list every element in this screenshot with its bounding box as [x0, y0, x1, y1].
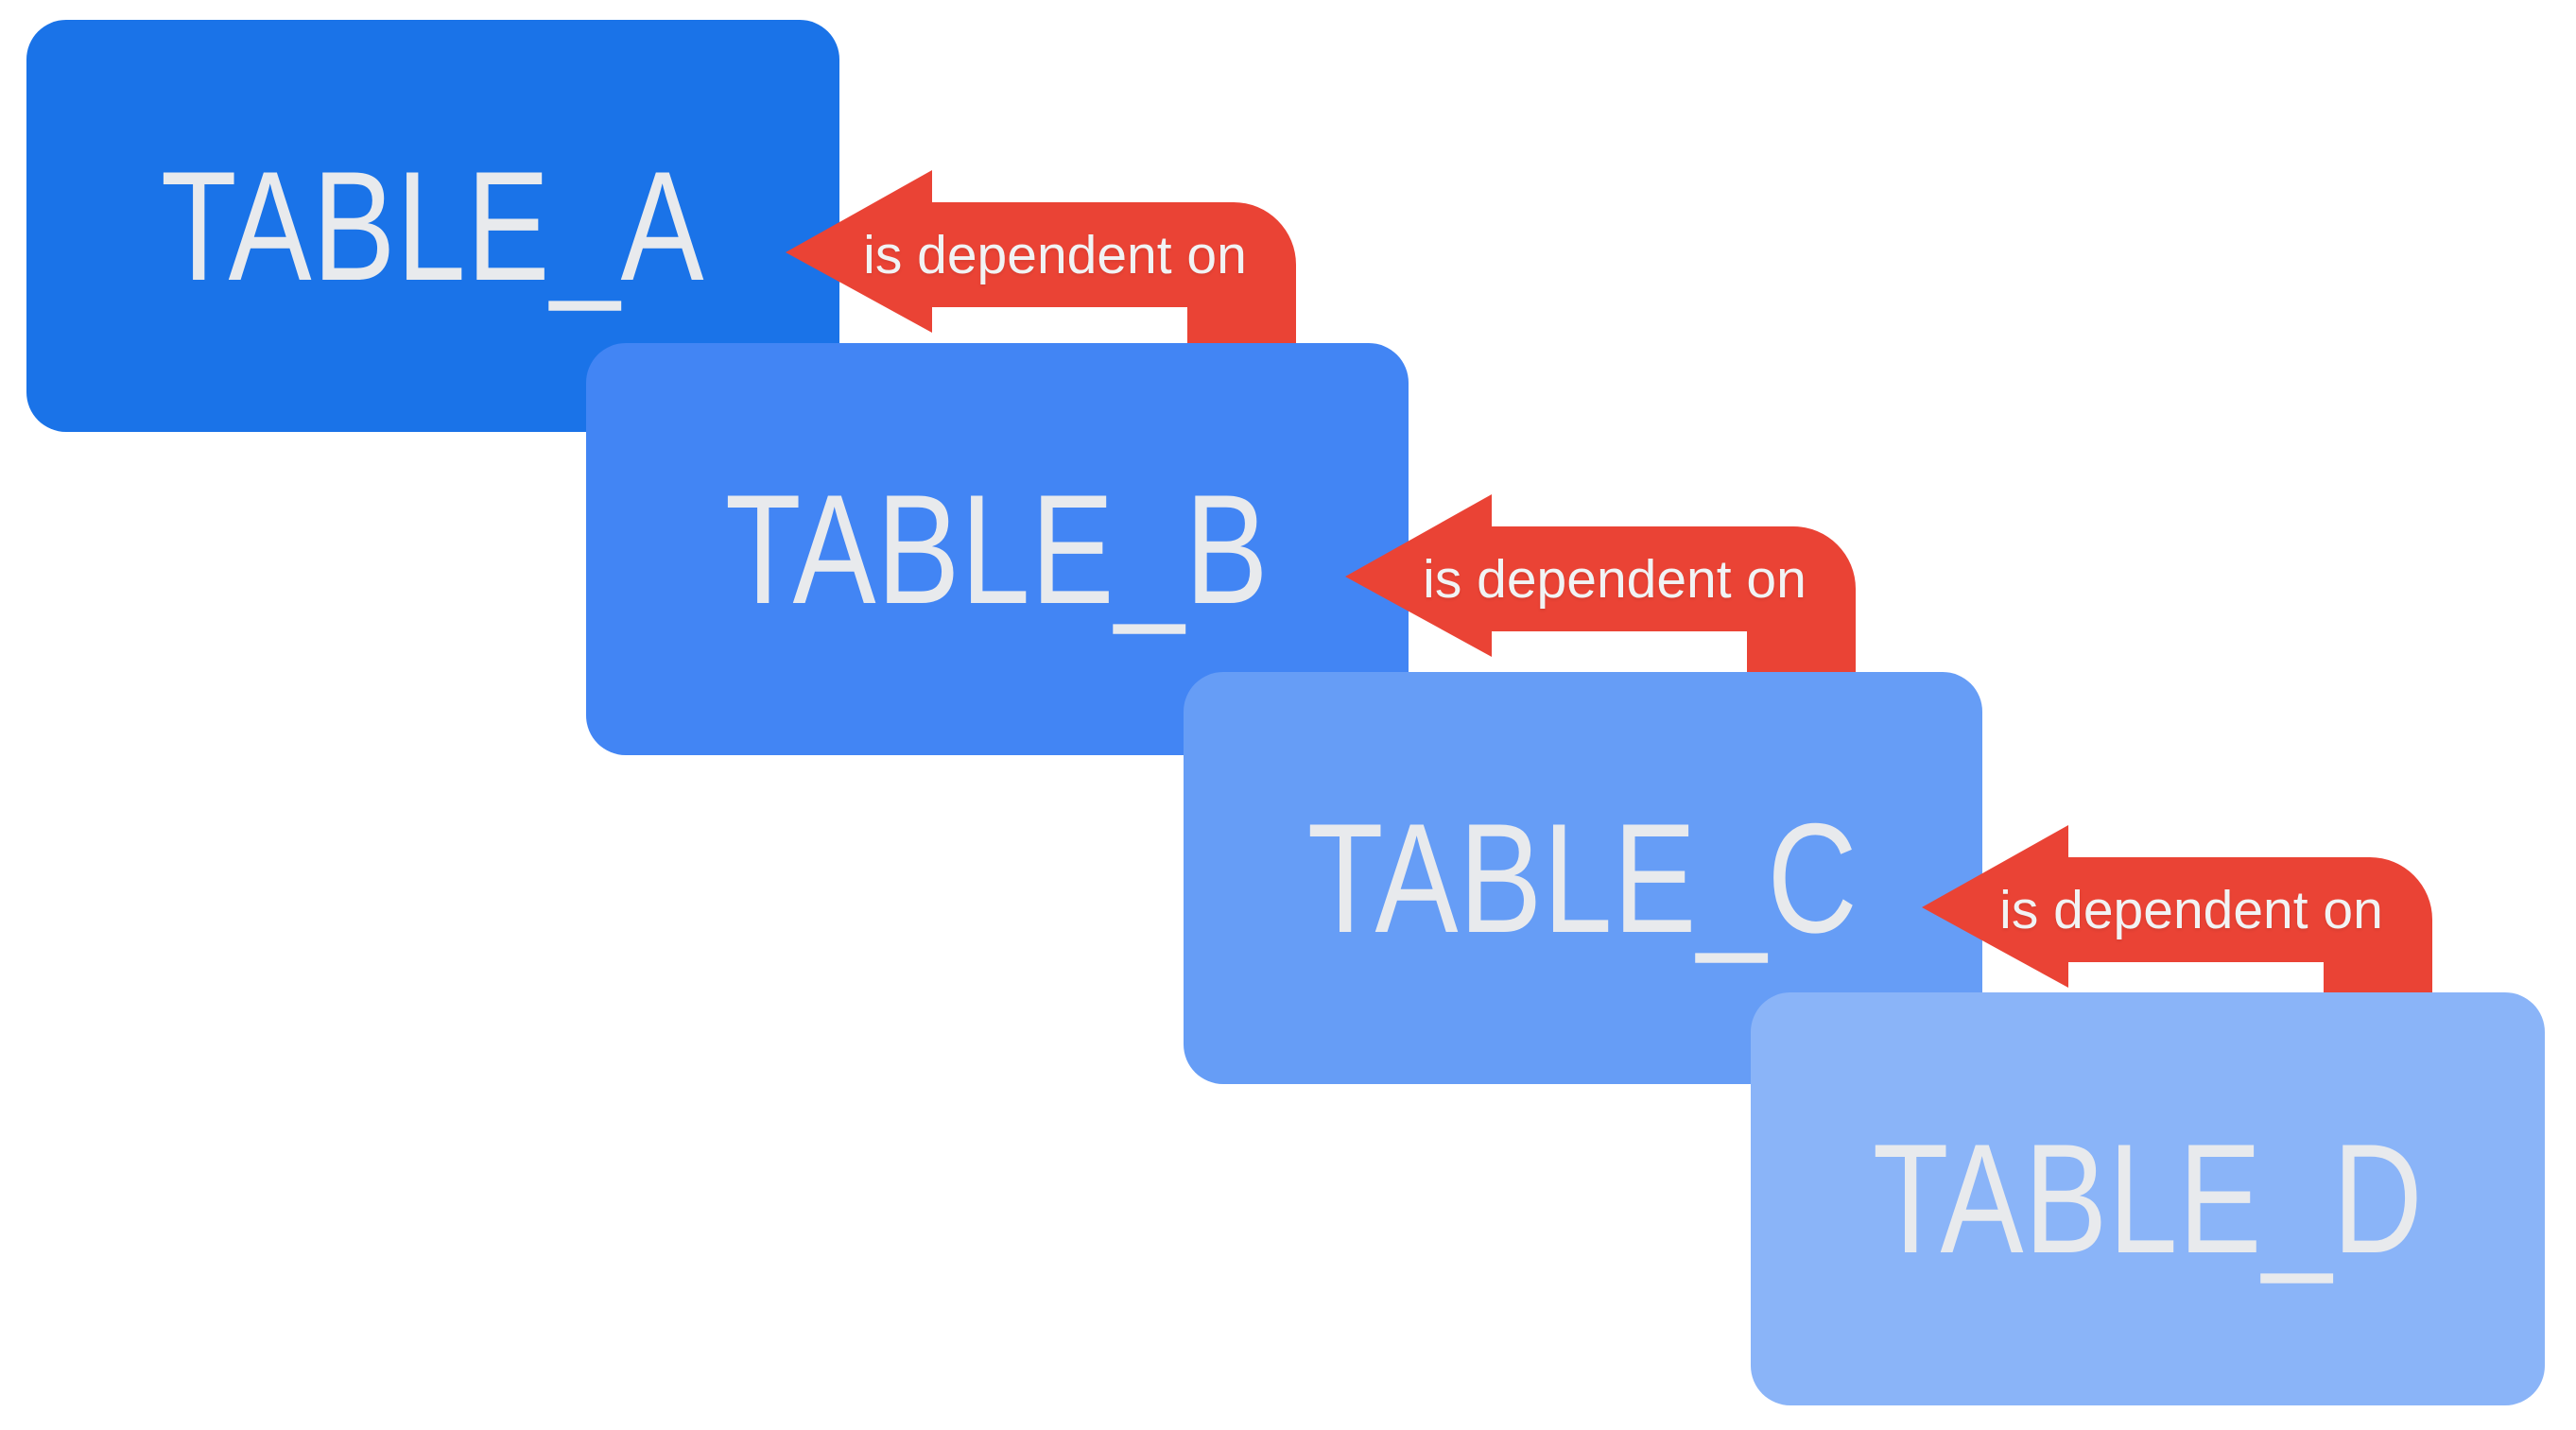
dependency-arrow-d-to-c: is dependent on — [1922, 825, 2432, 1009]
table-c-label: TABLE_C — [1307, 790, 1859, 965]
dependency-arrow-c-to-b: is dependent on — [1345, 494, 1856, 679]
dependency-arrow-b-to-a: is dependent on — [786, 170, 1296, 354]
table-b-label: TABLE_B — [725, 461, 1270, 636]
table-node-a: TABLE_A — [26, 20, 839, 432]
table-d-label: TABLE_D — [1872, 1111, 2424, 1285]
dependency-arrow-label: is dependent on — [863, 224, 1247, 285]
table-node-d: TABLE_D — [1751, 992, 2545, 1405]
left-arrow-shape — [786, 170, 1296, 354]
dependency-arrow-label: is dependent on — [1423, 548, 1807, 610]
dependency-arrow-label: is dependent on — [1999, 879, 2383, 940]
left-arrow-shape — [1345, 494, 1856, 679]
left-arrow-shape — [1922, 825, 2432, 1009]
table-a-label: TABLE_A — [161, 138, 705, 313]
